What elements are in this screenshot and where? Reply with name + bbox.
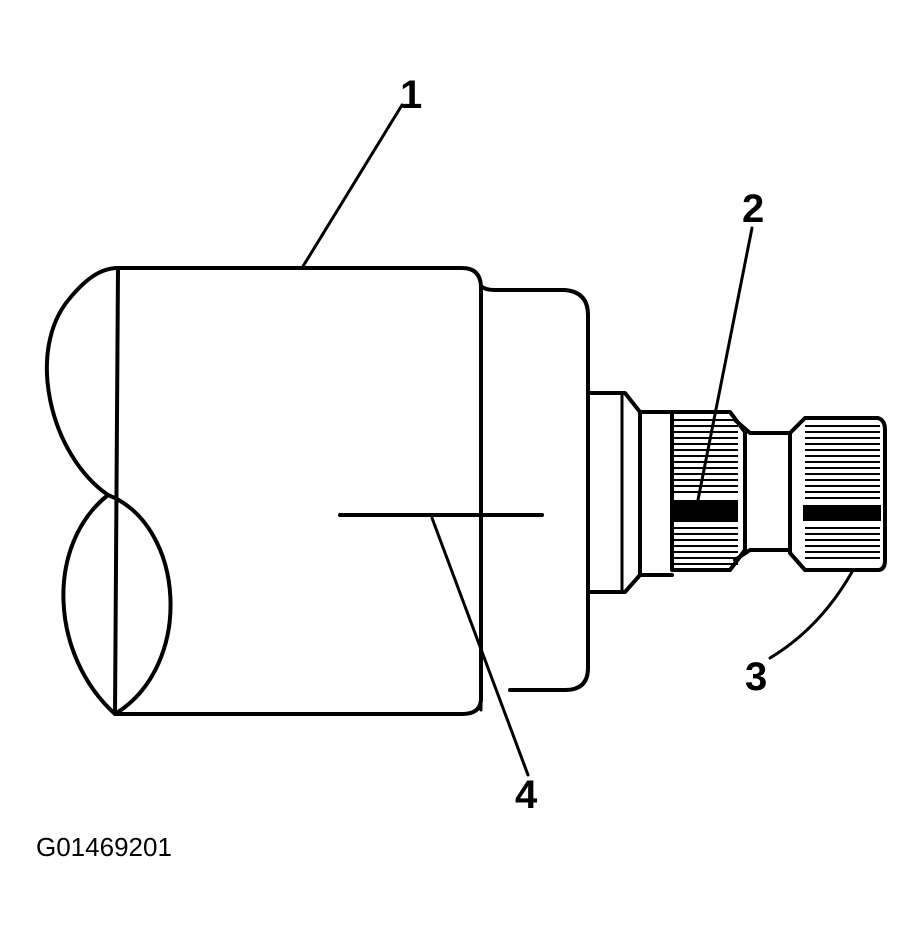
callout-2: 2 bbox=[742, 187, 764, 231]
leader-line-1 bbox=[300, 103, 404, 270]
end-spline-dark-band bbox=[803, 505, 881, 521]
figure-id: G01469201 bbox=[36, 832, 172, 862]
callout-4: 4 bbox=[515, 773, 538, 817]
spline-section bbox=[670, 410, 747, 572]
shaft-stub bbox=[586, 391, 674, 594]
spline-dark-band bbox=[672, 500, 738, 522]
collar bbox=[479, 284, 590, 712]
end-spline bbox=[788, 416, 887, 572]
shaft-neck bbox=[733, 418, 792, 562]
main-housing bbox=[44, 266, 483, 716]
leader-line-4 bbox=[430, 516, 530, 777]
callout-1: 1 bbox=[400, 73, 422, 117]
leader-line-3 bbox=[768, 570, 854, 660]
callout-3: 3 bbox=[745, 655, 767, 699]
leader-line-2 bbox=[696, 226, 754, 502]
